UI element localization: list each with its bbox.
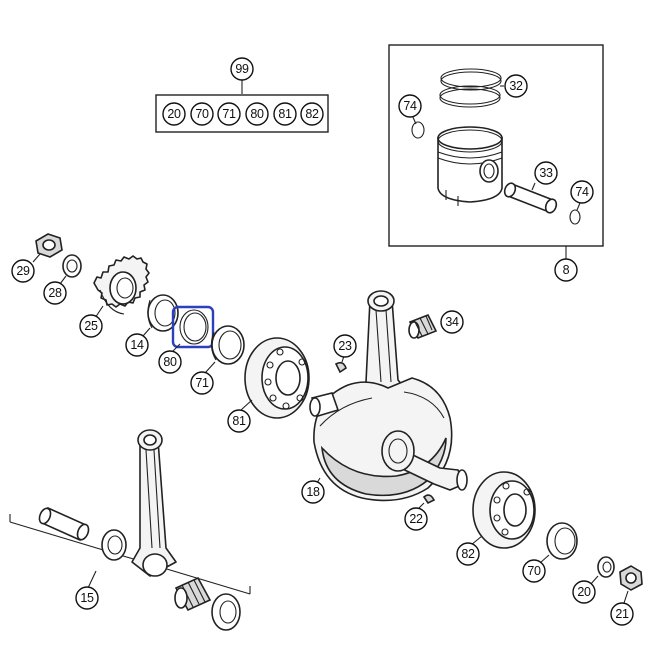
kit-item: 70 bbox=[195, 107, 209, 121]
kit-item: 71 bbox=[222, 107, 236, 121]
gear[interactable] bbox=[93, 255, 150, 315]
callout-22[interactable]: 22 bbox=[404, 507, 428, 531]
kit-item: 82 bbox=[305, 107, 319, 121]
kit-item-callout[interactable]: 80 bbox=[245, 102, 269, 126]
kit-item-callout[interactable]: 81 bbox=[273, 102, 297, 126]
piston[interactable] bbox=[437, 126, 503, 206]
callout-label: 14 bbox=[130, 338, 144, 352]
callout-33[interactable]: 33 bbox=[534, 161, 558, 185]
kit-item: 80 bbox=[250, 107, 264, 121]
washer[interactable] bbox=[597, 556, 615, 578]
piston-circlip[interactable] bbox=[411, 121, 425, 139]
kit-item-callout[interactable]: 71 bbox=[217, 102, 241, 126]
callout-81[interactable]: 81 bbox=[227, 409, 251, 433]
callout-18[interactable]: 18 bbox=[301, 480, 325, 504]
nut[interactable] bbox=[35, 233, 63, 258]
callout-label: 21 bbox=[615, 607, 629, 621]
kit-number-callout[interactable]: 99 bbox=[230, 57, 254, 81]
shaft-seal[interactable] bbox=[210, 325, 245, 365]
selection-highlight bbox=[171, 305, 215, 349]
callout-23[interactable]: 23 bbox=[333, 334, 357, 358]
callout-8[interactable]: 8 bbox=[554, 258, 578, 282]
kit-item: 20 bbox=[167, 107, 181, 121]
callout-74[interactable]: 74 bbox=[398, 94, 422, 118]
callout-34[interactable]: 34 bbox=[440, 310, 464, 334]
kit-item-callout[interactable]: 20 bbox=[162, 102, 186, 126]
main-bearing[interactable] bbox=[244, 337, 310, 419]
callout-label: 15 bbox=[80, 591, 94, 605]
callout-label: 82 bbox=[461, 547, 475, 561]
main-bearing[interactable] bbox=[472, 471, 536, 549]
crankshaft-assembly[interactable] bbox=[309, 290, 468, 502]
woodruff-key[interactable] bbox=[334, 361, 347, 374]
piston-circlip[interactable] bbox=[569, 209, 581, 225]
callout-15[interactable]: 15 bbox=[75, 586, 99, 610]
callout-28[interactable]: 28 bbox=[43, 281, 67, 305]
piston-rings[interactable] bbox=[439, 68, 502, 108]
nut[interactable] bbox=[619, 565, 643, 591]
washer[interactable] bbox=[62, 254, 82, 278]
callout-20[interactable]: 20 bbox=[572, 580, 596, 604]
kit-group: 99 20 70 71 80 81 82 bbox=[155, 57, 329, 133]
callout-label: 29 bbox=[16, 264, 30, 278]
needle-bearing[interactable] bbox=[147, 294, 179, 332]
callout-label: 20 bbox=[577, 585, 591, 599]
callout-label: 8 bbox=[563, 263, 570, 277]
callout-21[interactable]: 21 bbox=[610, 602, 634, 626]
woodruff-key[interactable] bbox=[422, 494, 436, 505]
callout-82[interactable]: 82 bbox=[456, 542, 480, 566]
callout-25[interactable]: 25 bbox=[79, 314, 103, 338]
callout-label: 80 bbox=[163, 355, 177, 369]
callout-32[interactable]: 32 bbox=[504, 74, 528, 98]
callout-label: 34 bbox=[445, 315, 459, 329]
callout-label: 74 bbox=[575, 185, 589, 199]
callout-label: 32 bbox=[509, 79, 523, 93]
callout-71[interactable]: 71 bbox=[190, 371, 214, 395]
callout-label: 23 bbox=[338, 339, 352, 353]
small-end-bearing[interactable] bbox=[408, 313, 438, 340]
shim-ring[interactable] bbox=[179, 309, 209, 345]
callout-label: 22 bbox=[409, 512, 423, 526]
kit-item: 81 bbox=[278, 107, 292, 121]
callout-80[interactable]: 80 bbox=[158, 350, 182, 374]
connecting-rod-kit[interactable] bbox=[9, 429, 251, 631]
callout-label: 74 bbox=[403, 99, 417, 113]
callout-label: 18 bbox=[306, 485, 320, 499]
piston-kit-group: 32 74 33 74 8 bbox=[388, 44, 604, 282]
piston-pin[interactable] bbox=[503, 182, 559, 215]
callout-label: 33 bbox=[539, 166, 553, 180]
callout-70[interactable]: 70 bbox=[522, 559, 546, 583]
callout-label: 28 bbox=[48, 286, 62, 300]
shaft-seal[interactable] bbox=[546, 522, 578, 560]
kit-number: 99 bbox=[235, 62, 249, 76]
callout-29[interactable]: 29 bbox=[11, 259, 35, 283]
kit-item-callout[interactable]: 70 bbox=[190, 102, 214, 126]
callout-label: 81 bbox=[232, 414, 246, 428]
kit-item-callout[interactable]: 82 bbox=[300, 102, 324, 126]
callout-label: 25 bbox=[84, 319, 98, 333]
callout-14[interactable]: 14 bbox=[125, 333, 149, 357]
callout-label: 70 bbox=[527, 564, 541, 578]
callout-74[interactable]: 74 bbox=[570, 180, 594, 204]
callout-label: 71 bbox=[195, 376, 209, 390]
